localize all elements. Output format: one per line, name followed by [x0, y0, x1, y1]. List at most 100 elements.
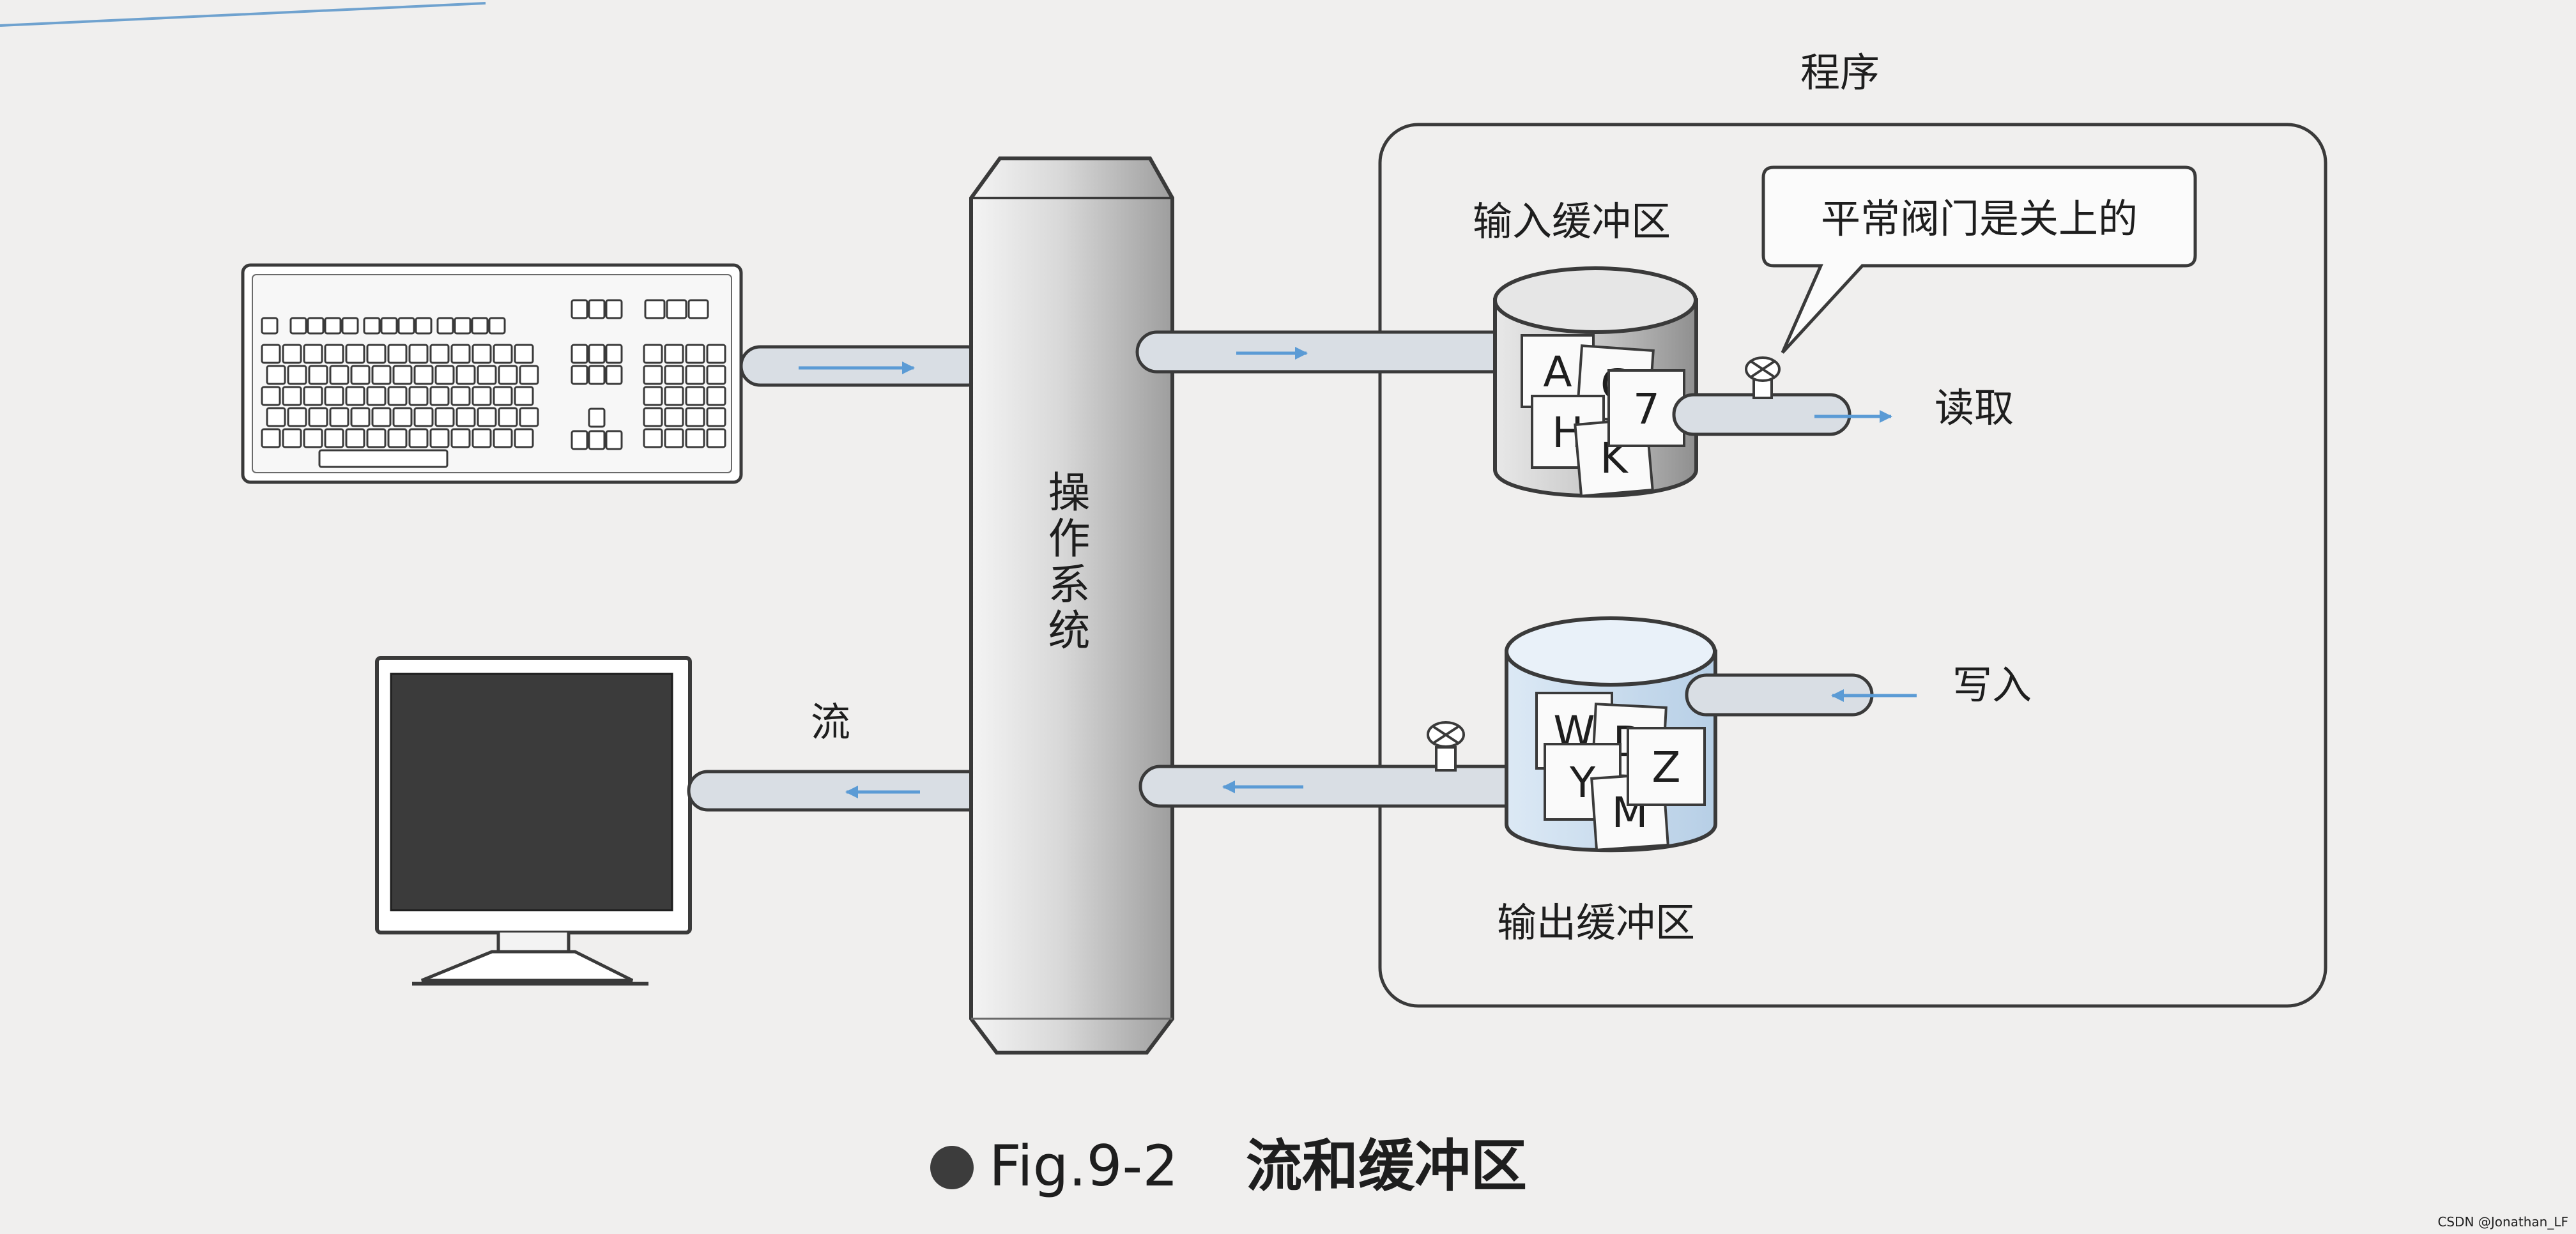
keyboard-key [318, 449, 448, 468]
keyboard-key [413, 407, 434, 427]
keyboard-key [413, 365, 434, 385]
keyboard-key [434, 365, 455, 385]
keyboard-key [571, 299, 588, 319]
keyboard-key [261, 344, 281, 364]
keyboard-key [588, 365, 606, 385]
keyboard-key [303, 386, 323, 406]
keyboard-key [324, 317, 342, 335]
valve-callout-text: 平常阀门是关上的 [1821, 195, 2138, 242]
keyboard-key [392, 407, 413, 427]
keyboard-key [493, 428, 513, 448]
keyboard-key [450, 428, 471, 448]
keyboard-key [329, 407, 349, 427]
keyboard-key [387, 386, 408, 406]
input-buffer-label: 输入缓冲区 [1473, 198, 1671, 245]
keyboard-key [664, 365, 684, 385]
keyboard-key [666, 299, 687, 319]
buffer-card: 7 [1607, 369, 1685, 447]
keyboard-key [685, 407, 705, 427]
keyboard-key [436, 317, 454, 335]
keyboard-key [706, 344, 726, 364]
keyboard-key [324, 428, 344, 448]
keyboard-key [706, 407, 726, 427]
keyboard-key [287, 365, 307, 385]
keyboard-key [261, 428, 281, 448]
keyboard-key [350, 365, 371, 385]
keyboard-key [371, 365, 392, 385]
monitor-pipe [687, 770, 991, 812]
keyboard-key [408, 428, 429, 448]
keyboard-key [450, 344, 471, 364]
keyboard-key [588, 344, 606, 364]
keyboard-key [687, 299, 709, 319]
keyboard-key [266, 407, 286, 427]
keyboard-key [324, 386, 344, 406]
keyboard-key [392, 365, 413, 385]
keyboard-key [664, 386, 684, 406]
buffer-card: Z [1627, 727, 1706, 806]
keyboard-key [307, 317, 325, 335]
keyboard-key [366, 386, 387, 406]
keyboard-key [706, 428, 726, 448]
keyboard-key [477, 365, 497, 385]
keyboard-key [493, 386, 513, 406]
keyboard-key [588, 430, 606, 450]
keyboard-key [477, 407, 497, 427]
program-label: 程序 [1800, 49, 1880, 96]
keyboard-key [605, 299, 623, 319]
keyboard-key [471, 428, 492, 448]
valve-callout-bubble [1761, 165, 2197, 354]
keyboard-key [471, 386, 492, 406]
keyboard-key [454, 317, 471, 335]
keyboard-key [706, 365, 726, 385]
keyboard-key [303, 344, 323, 364]
keyboard-key [329, 365, 349, 385]
keyboard-key [643, 365, 663, 385]
keyboard-key [498, 365, 518, 385]
keyboard-key [644, 299, 666, 319]
keyboard-key [415, 317, 433, 335]
keyboard-key [303, 428, 323, 448]
keyboard-key [643, 344, 663, 364]
keyboard-key [605, 344, 623, 364]
keyboard-key [261, 386, 281, 406]
caption-fig-number: Fig.9-2 [989, 1133, 1178, 1199]
input-valve-icon [1745, 356, 1781, 399]
output-buffer-label: 输出缓冲区 [1497, 899, 1695, 946]
keyboard-key [685, 344, 705, 364]
keyboard-key [685, 428, 705, 448]
keyboard-key [371, 407, 392, 427]
keyboard-key [366, 428, 387, 448]
keyboard-key [493, 344, 513, 364]
keyboard-key [571, 365, 588, 385]
keyboard-key [308, 407, 328, 427]
keyboard-key [387, 428, 408, 448]
keyboard-key [643, 428, 663, 448]
keyboard-key [514, 428, 534, 448]
keyboard-key [498, 407, 518, 427]
caption-bullet-icon [930, 1146, 974, 1189]
keyboard-key [408, 386, 429, 406]
keyboard-key [345, 428, 365, 448]
buffer-card-letter: Z [1652, 743, 1680, 792]
keyboard-key [282, 386, 302, 406]
keyboard-key [588, 408, 606, 428]
program-box [1378, 123, 2327, 1008]
keyboard-key [345, 344, 365, 364]
keyboard-key [450, 386, 471, 406]
os-label: 操作系统 [1041, 470, 1091, 654]
keyboard-key [434, 407, 455, 427]
keyboard-key [588, 299, 606, 319]
keyboard-key [471, 344, 492, 364]
keyboard-pipe [739, 345, 989, 387]
keyboard-key [519, 407, 539, 427]
keyboard-key [363, 317, 381, 335]
monitor-icon [375, 656, 692, 986]
keyboard-key [643, 407, 663, 427]
keyboard-key [345, 386, 365, 406]
keyboard-key [664, 407, 684, 427]
keyboard-key [387, 344, 408, 364]
keyboard-key [261, 317, 279, 335]
output-buffer-cards: WDYMZ [1535, 692, 1706, 851]
